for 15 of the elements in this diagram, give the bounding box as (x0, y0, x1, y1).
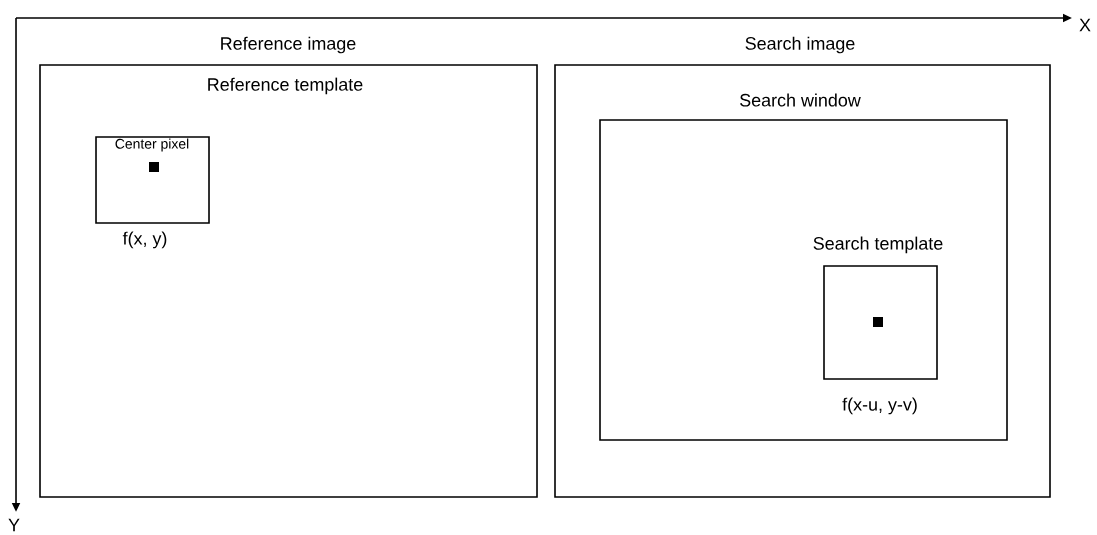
axis-label: X (1079, 18, 1091, 32)
box-heading: Center pixel (115, 138, 189, 152)
box-heading: Search template (813, 236, 943, 254)
image-box (39, 36, 538, 498)
axis-label: Y (8, 518, 20, 532)
template-box (813, 236, 943, 415)
box-heading: Reference template (208, 77, 363, 95)
function-label: f(x, y) (122, 231, 167, 249)
image-box (554, 36, 1051, 498)
box-heading: Search image (745, 36, 855, 54)
function-label: f(x-u, y-v) (842, 397, 917, 415)
box-heading: Search window (740, 93, 861, 107)
template-box (95, 136, 210, 249)
window-box (599, 93, 1008, 441)
box-heading: Reference image (221, 36, 356, 54)
